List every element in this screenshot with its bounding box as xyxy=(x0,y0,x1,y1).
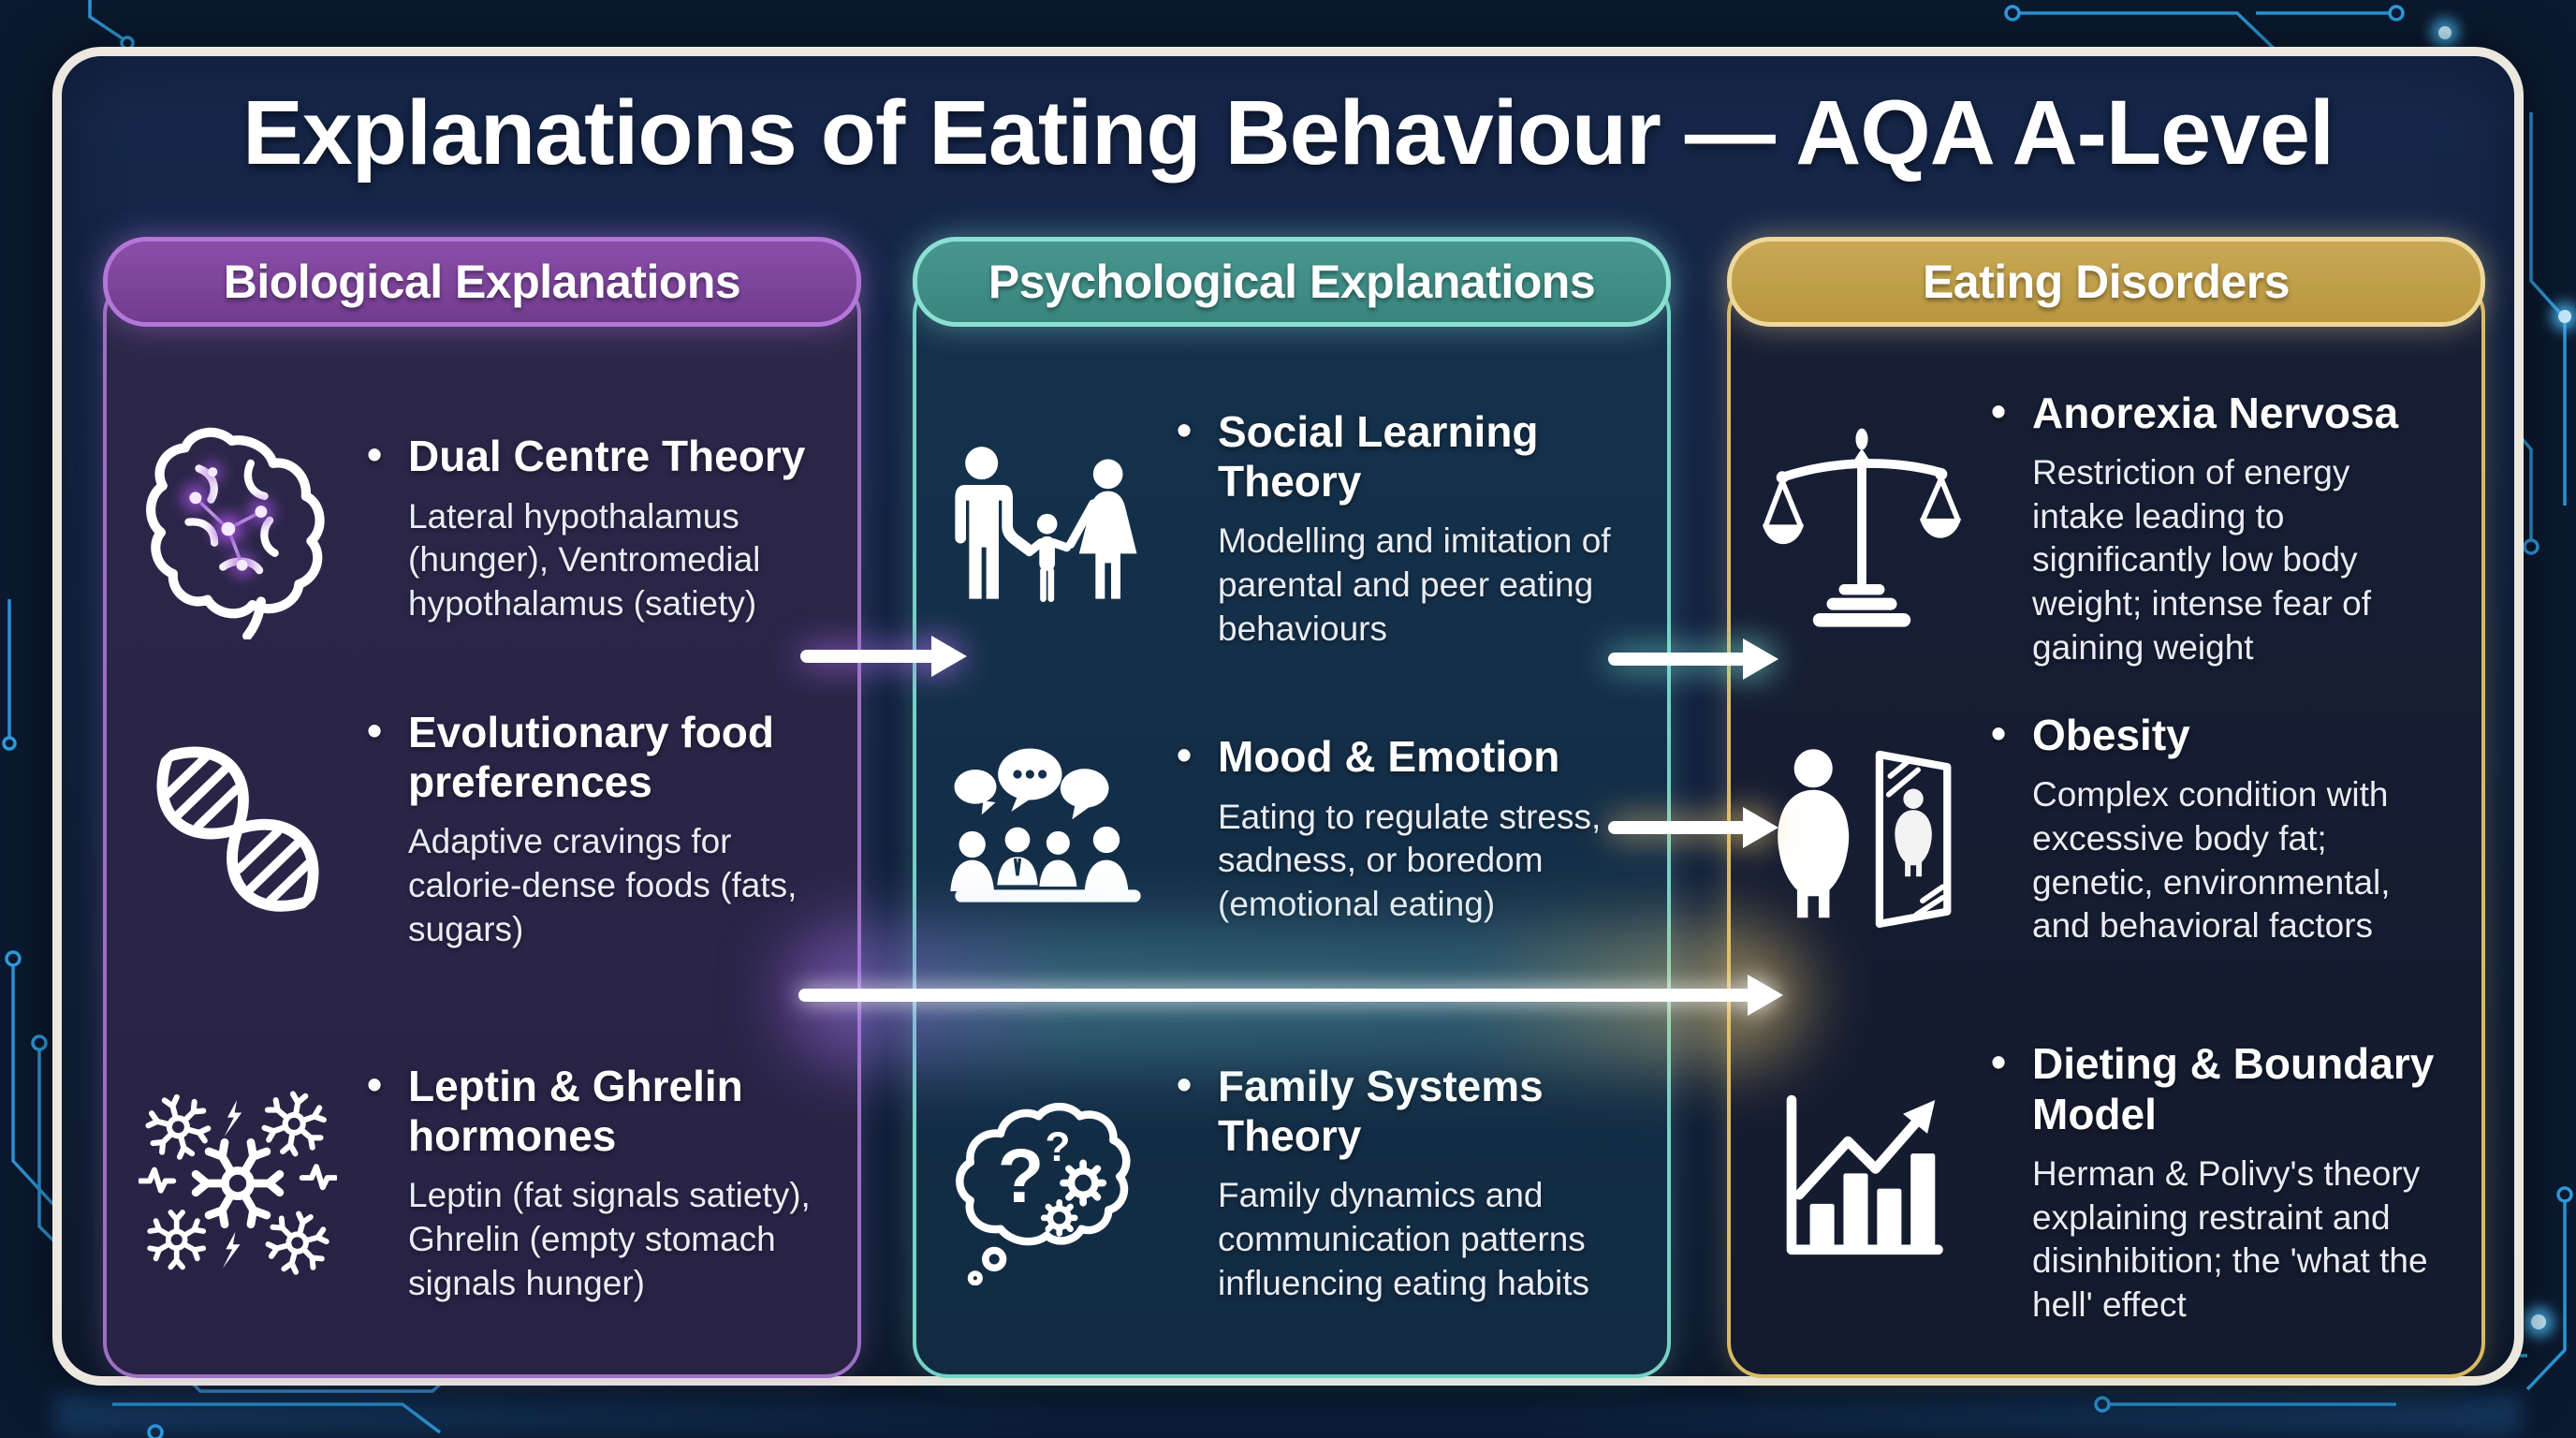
info-item-obesity: • Obesity Complex condition with excessi… xyxy=(1734,670,2481,989)
item-body: Leptin (fat signals satiety), Ghrelin (e… xyxy=(408,1176,811,1302)
arrow-head xyxy=(1743,638,1778,680)
item-icon-box xyxy=(110,418,365,639)
arrow-shaft xyxy=(800,650,937,663)
item-icon-box xyxy=(1734,427,1989,632)
arrow-shaft xyxy=(1608,821,1749,834)
item-body: Adaptive cravings for calorie-dense food… xyxy=(408,822,798,948)
eating-disorders-header: Eating Disorders xyxy=(1727,237,2485,327)
arrow-head xyxy=(931,636,967,677)
bullet-glyph: • xyxy=(367,705,383,755)
item-text: • Dieting & Boundary Model Herman & Poli… xyxy=(1989,1037,2481,1327)
column-eating-disorders: Eating Disorders xyxy=(1727,237,2485,1378)
arrow-psych-to-anorexia-icon xyxy=(1608,638,1778,680)
arrow-head xyxy=(1748,975,1783,1016)
item-icon-box xyxy=(920,443,1175,614)
item-icon-box xyxy=(920,741,1175,917)
item-icon-box xyxy=(1734,1088,1989,1279)
item-body: Herman & Polivy's theory explaining rest… xyxy=(2032,1154,2428,1324)
column-psychological: Psychological Explanations xyxy=(913,237,1671,1378)
page-title: Explanations of Eating Behaviour — AQA A… xyxy=(242,81,2334,183)
mirror-body-image-icon xyxy=(1778,749,1952,929)
arrow-shaft xyxy=(798,989,1753,1002)
item-body: Eating to regulate stress, sadness, or b… xyxy=(1218,797,1602,923)
bullet-glyph: • xyxy=(367,1059,383,1108)
bottom-glow xyxy=(56,1393,2520,1434)
item-text: • Obesity Complex condition with excessi… xyxy=(1989,709,2481,948)
brain-icon xyxy=(146,427,325,639)
item-title: • Mood & Emotion xyxy=(1177,730,1560,782)
item-body: Family dynamics and communication patter… xyxy=(1218,1176,1590,1302)
item-text: • Leptin & Ghrelin hormones Leptin (fat … xyxy=(365,1059,857,1306)
arrow-psych-to-obesity-icon xyxy=(1608,807,1778,848)
item-body: Restriction of energy intake leading to … xyxy=(2032,453,2371,667)
info-item-dieting-boundary: • Dieting & Boundary Model Herman & Poli… xyxy=(1734,1024,2481,1343)
info-item-dual-centre: • Dual Centre Theory Lateral hypothalamu… xyxy=(110,370,857,688)
thought-cloud-icon: ? ? xyxy=(956,1102,1131,1285)
item-body: Lateral hypothalamus (hunger), Ventromed… xyxy=(408,496,761,623)
item-icon-box xyxy=(110,726,365,932)
item-title: • Dual Centre Theory xyxy=(367,430,806,481)
psychological-header: Psychological Explanations xyxy=(913,237,1671,327)
item-icon-box: ? ? xyxy=(920,1081,1175,1286)
rising-chart-icon xyxy=(1786,1094,1943,1255)
arrow-head xyxy=(1743,807,1778,848)
item-text: • Dual Centre Theory Lateral hypothalamu… xyxy=(365,430,857,625)
item-body: Modelling and imitation of parental and … xyxy=(1218,521,1611,648)
item-icon-box xyxy=(1734,728,1989,930)
bullet-glyph: • xyxy=(1177,404,1193,454)
info-item-social-learning: • Social Learning Theory Modelling and i… xyxy=(920,370,1667,688)
item-title: • Social Learning Theory xyxy=(1177,404,1539,506)
svg-text:?: ? xyxy=(1045,1123,1070,1169)
balance-scale-icon xyxy=(1763,428,1961,627)
arrow-shaft xyxy=(1608,653,1749,666)
info-item-anorexia: • Anorexia Nervosa Restriction of energy… xyxy=(1734,370,2481,688)
psychological-panel xyxy=(913,279,1671,1378)
info-item-family-systems: ? ? • Family Systems xyxy=(920,1024,1667,1343)
item-body: Complex condition with excessive body fa… xyxy=(2032,775,2391,946)
column-biological: Biological Explanations xyxy=(103,237,861,1378)
neurons-icon xyxy=(139,1084,337,1283)
info-item-mood-emotion: • Mood & Emotion Eating to regulate stre… xyxy=(920,670,1667,989)
bullet-glyph: • xyxy=(367,430,383,479)
bullet-glyph: • xyxy=(1991,1037,2007,1087)
bullet-glyph: • xyxy=(1991,386,2007,435)
biological-header: Biological Explanations xyxy=(103,237,861,327)
item-title: • Family Systems Theory xyxy=(1177,1059,1544,1161)
svg-text:?: ? xyxy=(998,1134,1045,1219)
item-title: • Evolutionary food preferences xyxy=(367,705,774,807)
item-icon-box xyxy=(110,1084,365,1283)
arrow-bio-to-eating-disorders-icon xyxy=(798,975,1783,1016)
bullet-glyph: • xyxy=(1177,730,1193,780)
item-title: • Obesity xyxy=(1991,709,2190,760)
item-title: • Leptin & Ghrelin hormones xyxy=(367,1059,743,1161)
item-text: • Anorexia Nervosa Restriction of energy… xyxy=(1989,386,2481,669)
item-text: • Social Learning Theory Modelling and i… xyxy=(1175,404,1667,652)
bullet-glyph: • xyxy=(1177,1059,1193,1108)
info-item-evolutionary: • Evolutionary food preferences Adaptive… xyxy=(110,670,857,989)
bullet-glyph: • xyxy=(1991,709,2007,758)
info-item-leptin-ghrelin: • Leptin & Ghrelin hormones Leptin (fat … xyxy=(110,1024,857,1343)
group-discussion-icon xyxy=(949,748,1141,902)
item-title: • Dieting & Boundary Model xyxy=(1991,1037,2435,1138)
item-title: • Anorexia Nervosa xyxy=(1991,386,2399,437)
item-text: • Evolutionary food preferences Adaptive… xyxy=(365,705,857,952)
item-text: • Mood & Emotion Eating to regulate stre… xyxy=(1175,730,1667,926)
dna-icon xyxy=(156,747,319,912)
item-text: • Family Systems Theory Family dynamics … xyxy=(1175,1059,1667,1306)
family-icon xyxy=(954,447,1136,603)
arrow-bio-to-psych-icon xyxy=(800,636,967,677)
